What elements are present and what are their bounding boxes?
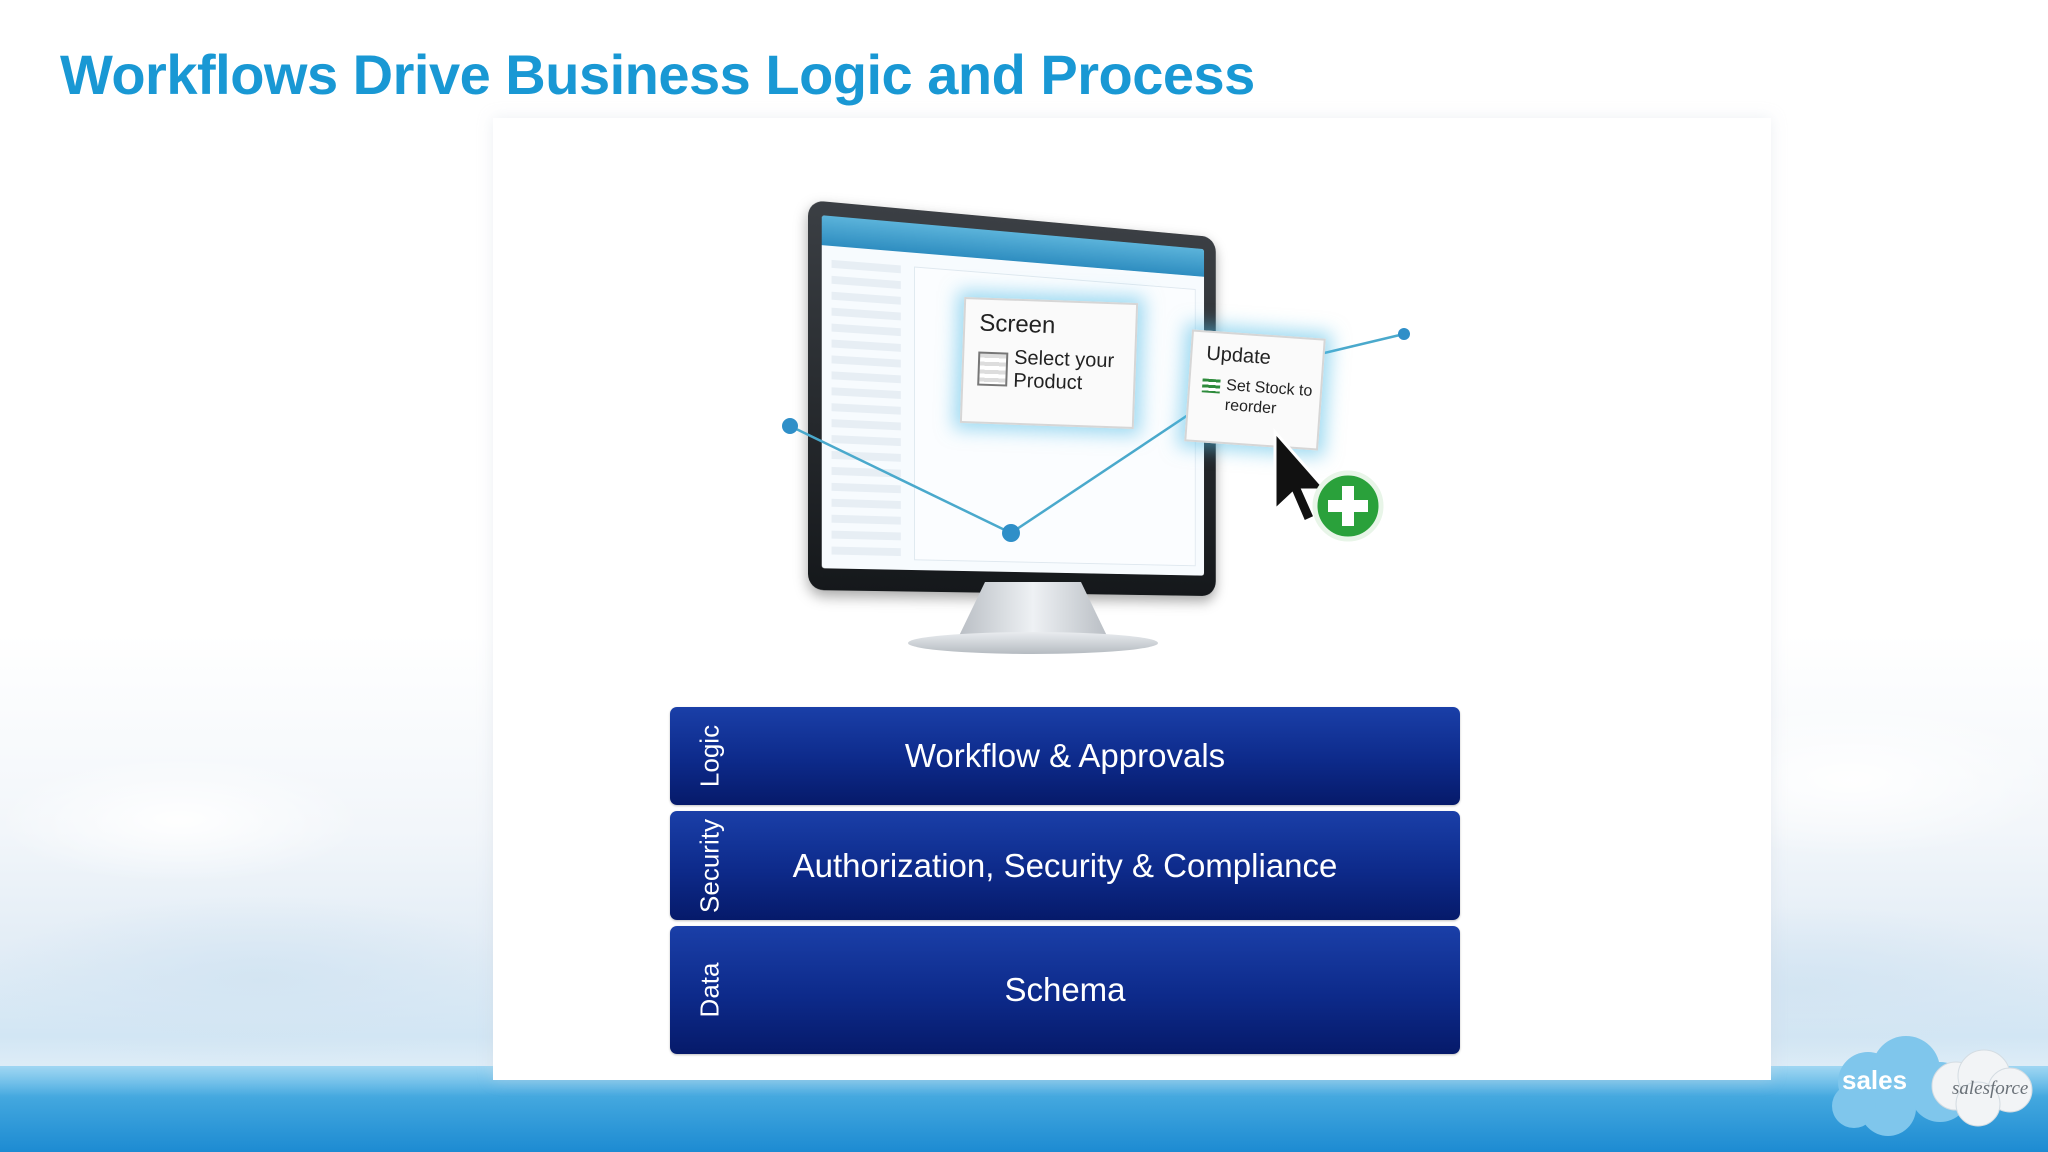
salesforce-logo: sales salesforce: [1832, 1036, 2033, 1136]
monitor-stand: [958, 582, 1108, 638]
stack-row-logic: Logic Workflow & Approvals: [670, 707, 1460, 805]
flow-node: [782, 418, 798, 434]
side-label: Logic: [694, 724, 725, 788]
row-label: Workflow & Approvals: [904, 737, 1226, 774]
stack-row-data: Data Schema: [670, 926, 1460, 1054]
footer-bar: [0, 1066, 2048, 1152]
row-label: Schema: [1004, 971, 1126, 1008]
logo-partial-text: sales: [1842, 1065, 1907, 1095]
stack-row-security: Security Authorization, Security & Compl…: [670, 811, 1460, 920]
flow-node: [1398, 328, 1410, 340]
slide-title: Workflows Drive Business Logic and Proce…: [60, 43, 1255, 106]
green-plus-icon: [1312, 470, 1384, 542]
flow-node: [1002, 524, 1020, 542]
logo-text: salesforce: [1952, 1078, 2028, 1099]
row-label: Authorization, Security & Compliance: [792, 846, 1338, 884]
monitor-base: [908, 632, 1158, 654]
side-label: Security: [694, 818, 725, 913]
connector-line: [789, 424, 1012, 535]
side-label: Data: [694, 962, 725, 1018]
monitor-illustration: [808, 200, 1258, 660]
